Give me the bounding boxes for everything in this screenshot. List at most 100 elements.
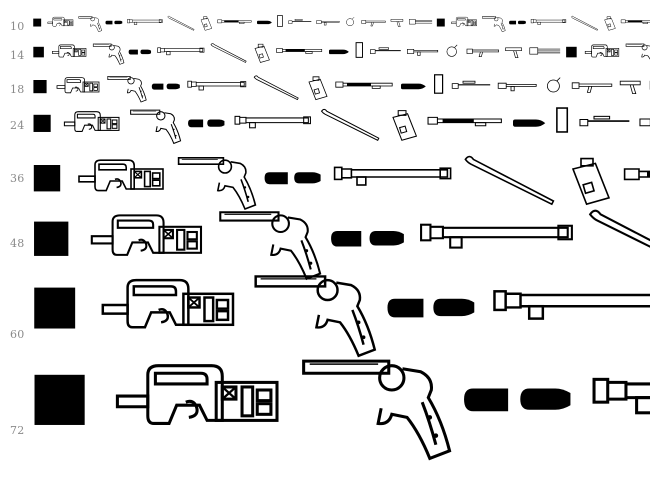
block-icon	[33, 46, 44, 58]
rifle-icon	[407, 49, 439, 56]
rocket-launcher-icon	[234, 115, 311, 129]
shotgun-icon	[276, 48, 323, 54]
rocket-launcher-icon	[127, 19, 163, 25]
rifle-icon	[497, 82, 537, 92]
bullet-icon	[401, 83, 426, 90]
sniper-rifle-icon	[370, 47, 401, 54]
grenade-icon	[151, 83, 180, 90]
rocket-launcher-icon	[157, 47, 205, 56]
grenade-icon	[105, 20, 123, 25]
revolver-icon	[625, 43, 650, 60]
spray-can-icon	[254, 43, 270, 63]
revolver-icon	[92, 43, 125, 65]
smg-icon	[52, 44, 87, 58]
revolver-icon	[177, 157, 257, 211]
crowbar-icon	[588, 209, 650, 248]
block-icon	[436, 18, 445, 27]
assault-rifle-icon	[466, 48, 499, 58]
grenade-icon	[464, 388, 571, 412]
minigun-icon	[409, 19, 433, 25]
crowbar-icon	[320, 108, 380, 141]
door-frame-icon	[434, 74, 444, 94]
grenade-icon	[264, 172, 321, 185]
door-frame-icon	[277, 15, 283, 27]
crowbar-icon	[571, 15, 599, 31]
spray-can-icon	[604, 16, 616, 31]
grenade-icon	[509, 20, 526, 25]
size-label-14: 14	[10, 49, 25, 62]
shotgun-icon	[623, 168, 650, 181]
crowbar-icon	[210, 43, 247, 63]
block-icon	[33, 80, 47, 94]
block-icon	[34, 221, 69, 256]
block-icon	[33, 114, 51, 132]
grenade-icon	[188, 119, 225, 128]
smg-icon	[56, 77, 100, 94]
rocket-launcher-icon	[420, 223, 573, 249]
pistol-icon	[619, 80, 641, 95]
grenade-icon	[387, 298, 475, 318]
revolver-icon	[78, 16, 103, 33]
grenade-icon	[128, 49, 152, 55]
grenade-icon	[331, 230, 404, 247]
sniper-rifle-icon	[451, 80, 491, 89]
pistol-icon	[390, 19, 404, 28]
door-frame-icon	[355, 42, 363, 58]
revolver-icon	[107, 76, 147, 103]
rocket-launcher-icon	[187, 80, 247, 91]
sniper-rifle-icon	[579, 115, 630, 127]
bomb-icon	[446, 44, 458, 57]
size-label-24: 24	[10, 119, 25, 132]
revolver-icon	[219, 211, 322, 281]
revolver-icon	[254, 275, 377, 358]
rocket-launcher-icon	[333, 166, 452, 186]
spray-can-icon	[392, 110, 418, 141]
block-icon	[566, 46, 577, 58]
revolver-icon	[130, 109, 182, 145]
rocket-launcher-icon	[493, 290, 650, 320]
crowbar-icon	[464, 155, 555, 206]
block-icon	[34, 287, 76, 329]
smg-icon	[90, 214, 203, 256]
rifle-icon	[316, 20, 340, 26]
smg-icon	[47, 16, 74, 27]
size-label-18: 18	[10, 83, 25, 96]
size-label-60: 60	[10, 328, 25, 341]
spray-can-icon	[308, 76, 328, 101]
shotgun-icon	[620, 19, 650, 24]
pistol-icon	[505, 47, 522, 58]
door-frame-icon	[556, 107, 569, 133]
sniper-rifle-icon	[288, 19, 312, 24]
bomb-icon	[547, 77, 561, 93]
smg-icon	[78, 159, 164, 192]
bullet-icon	[329, 49, 349, 55]
bullet-icon	[257, 20, 272, 25]
crowbar-icon	[167, 15, 195, 31]
smg-icon	[63, 111, 120, 132]
smg-icon	[115, 364, 279, 425]
revolver-icon	[482, 16, 506, 33]
block-icon	[33, 165, 61, 192]
size-label-48: 48	[10, 237, 25, 250]
rocket-launcher-icon	[530, 19, 567, 25]
minigun-icon	[529, 47, 561, 55]
crowbar-icon	[253, 75, 299, 101]
block-icon	[33, 18, 42, 27]
bomb-icon	[346, 16, 355, 27]
block-icon	[34, 374, 85, 425]
spray-can-icon	[571, 157, 611, 206]
size-label-10: 10	[10, 20, 25, 33]
assault-rifle-icon	[571, 82, 613, 93]
shotgun-icon	[427, 116, 502, 127]
revolver-icon	[302, 359, 452, 461]
spray-can-icon	[200, 16, 213, 31]
smg-icon	[101, 278, 235, 329]
rifle-icon	[639, 118, 650, 127]
rocket-launcher-icon	[592, 377, 650, 415]
size-label-36: 36	[10, 172, 25, 185]
assault-rifle-icon	[361, 20, 386, 27]
smg-icon	[584, 44, 620, 58]
shotgun-icon	[217, 19, 252, 24]
